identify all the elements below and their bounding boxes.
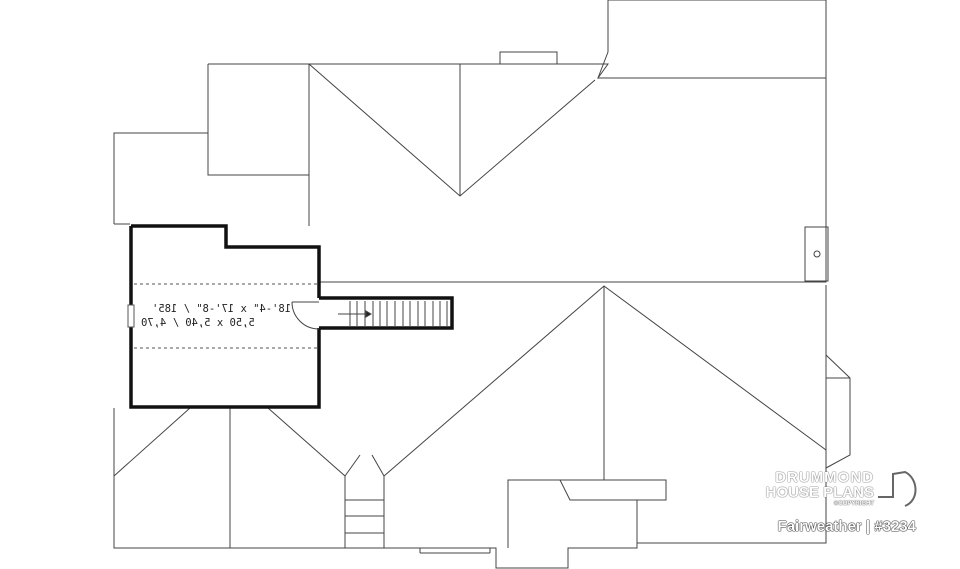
logo-line1: DRUMMOND xyxy=(775,469,874,486)
window xyxy=(127,304,135,328)
door-swing xyxy=(291,301,320,330)
roof-outline-top-right xyxy=(597,0,827,79)
roof-outline-main xyxy=(208,63,827,283)
vent xyxy=(804,226,829,282)
logo-line2: HOUSE PLANS xyxy=(765,484,874,501)
copyright: ©COPYRIGHT xyxy=(833,501,874,507)
drummond-logo: DRUMMOND HOUSE PLANS ©COPYRIGHT xyxy=(766,470,874,508)
room-dimensions-metric: 5,50 x 5,40 / 4,70 xyxy=(141,317,255,329)
stairs xyxy=(338,301,448,326)
chimney xyxy=(499,51,558,65)
room-dimensions-imperial: 18'-4" x 17'-8" / 185' xyxy=(152,303,292,315)
logo-mark xyxy=(878,470,917,507)
plan-title: Fairweather | #3234 xyxy=(777,518,916,535)
